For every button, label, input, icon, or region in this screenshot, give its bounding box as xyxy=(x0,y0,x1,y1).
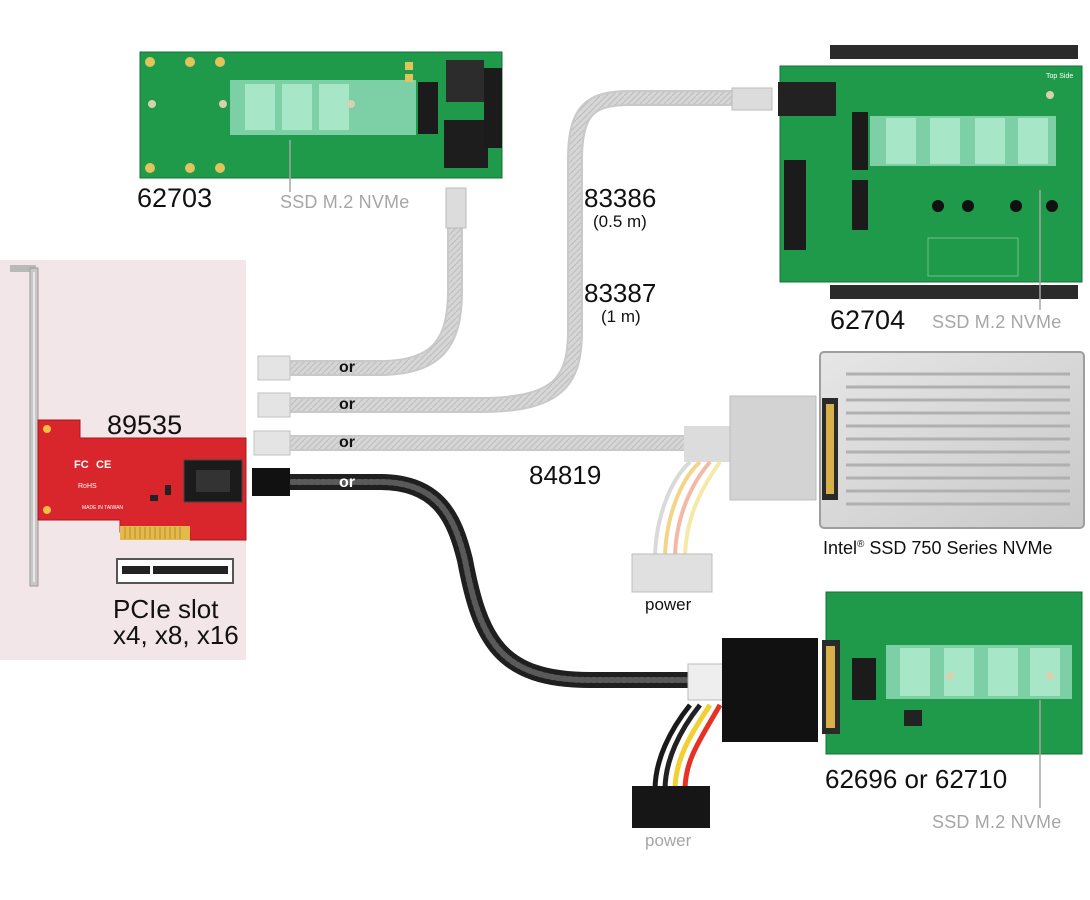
or-label-2: or xyxy=(339,396,355,413)
black-cable-plug xyxy=(252,468,290,496)
power-connector-1 xyxy=(631,553,713,593)
cable-to-62703 xyxy=(282,217,463,376)
fc-mark: FC xyxy=(74,459,89,471)
or-label-4: or xyxy=(339,474,355,491)
label-62704: 62704 xyxy=(830,305,906,335)
intel-reg-mark: ® xyxy=(857,539,865,550)
pcie-adapter-card xyxy=(37,419,247,541)
connector-sff8639-black xyxy=(687,638,818,742)
connector-83386-end xyxy=(731,87,773,111)
label-83387-length: (1 m) xyxy=(601,307,641,326)
label-power-1: power xyxy=(645,595,692,614)
top-side-mark: Top Side xyxy=(1046,73,1073,80)
label-ssd-m2-nvme-2: SSD M.2 NVMe xyxy=(932,312,1062,332)
pcie-slot-icon xyxy=(116,558,234,584)
plug-end-3 xyxy=(253,430,291,456)
connector-62703-end xyxy=(445,187,467,229)
power-cable-1 xyxy=(653,460,722,561)
intel-prefix: Intel xyxy=(823,538,858,558)
label-83386-length: (0.5 m) xyxy=(593,212,647,231)
plug-end-1 xyxy=(257,355,291,381)
connector-84819-sff8639 xyxy=(684,395,817,501)
or-label-1: or xyxy=(339,359,355,376)
ce-mark: CE xyxy=(96,459,111,471)
label-62703: 62703 xyxy=(137,183,213,213)
label-pcie-widths: x4, x8, x16 xyxy=(113,620,239,650)
label-62696-62710: 62696 or 62710 xyxy=(825,764,1008,794)
label-84819: 84819 xyxy=(529,460,602,490)
power-connector-2 xyxy=(632,786,710,828)
black-cable xyxy=(254,474,738,688)
adapter-62696-62710-board xyxy=(822,591,1083,755)
cable-83386-83387 xyxy=(282,90,743,413)
or-label-3: or xyxy=(339,434,355,451)
plug-end-2 xyxy=(257,392,291,418)
rohs-mark: RoHS xyxy=(78,483,97,490)
label-intel-ssd: Intel® SSD 750 Series NVMe xyxy=(823,539,1052,557)
label-power-2: power xyxy=(645,831,692,850)
label-83387: 83387 xyxy=(584,278,657,308)
label-83386: 83386 xyxy=(584,183,657,213)
label-ssd-m2-nvme-3: SSD M.2 NVMe xyxy=(932,812,1062,832)
power-cable-2 xyxy=(652,703,723,791)
label-pcie-slot: PCIe slot xyxy=(113,594,219,624)
adapter-62703-board xyxy=(139,51,503,179)
made-in-mark: MADE IN TAIWAN xyxy=(82,505,123,511)
intel-suffix: SSD 750 Series NVMe xyxy=(864,538,1053,558)
intel-ssd-750-drive xyxy=(819,351,1085,529)
adapter-62704-board xyxy=(778,45,1083,299)
label-ssd-m2-nvme-1: SSD M.2 NVMe xyxy=(280,192,410,212)
label-89535: 89535 xyxy=(107,410,183,440)
